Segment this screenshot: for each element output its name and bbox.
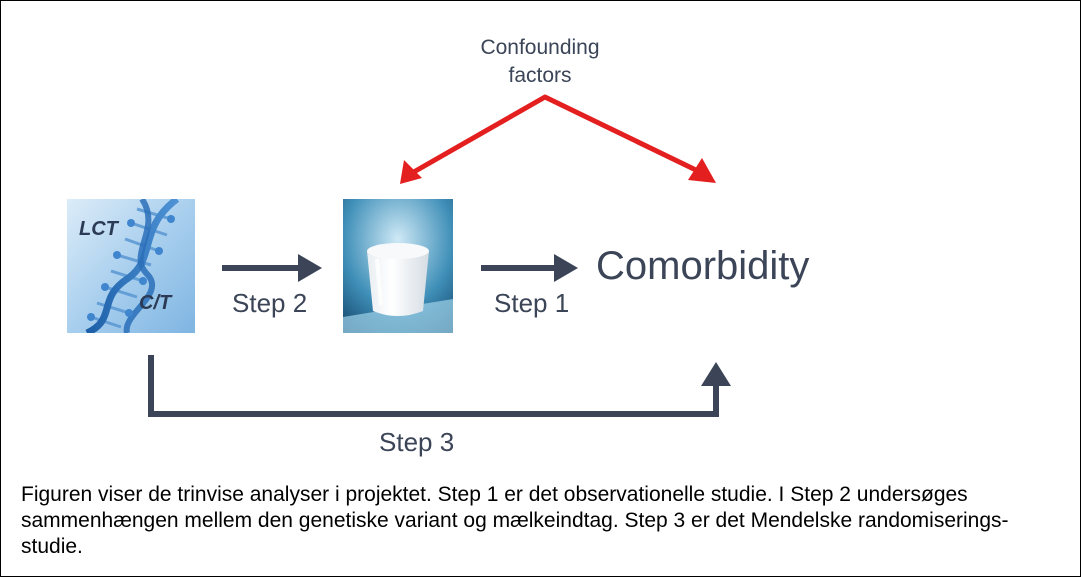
step3-label: Step 3 — [379, 427, 455, 457]
step2-arrow — [222, 254, 322, 282]
step1-label: Step 1 — [494, 288, 570, 318]
step3-arrow — [148, 355, 731, 417]
confounding-label-line2: factors — [508, 64, 572, 87]
step1-arrow — [481, 254, 578, 282]
comorbidity-label: Comorbidity — [596, 244, 810, 288]
figure-caption: Figuren viser de trinvise analyser i pro… — [21, 483, 1009, 558]
confounding-factors-label: Confounding factors — [430, 34, 650, 90]
step2-label: Step 2 — [232, 288, 308, 318]
milk-glass-image — [343, 199, 453, 333]
gene-label-bottom: C/T — [139, 292, 173, 314]
confounding-label-line1: Confounding — [480, 36, 600, 59]
confounding-arrows — [400, 94, 716, 184]
gene-label-top: LCT — [79, 218, 120, 240]
dna-image: LCT C/T — [67, 199, 195, 333]
